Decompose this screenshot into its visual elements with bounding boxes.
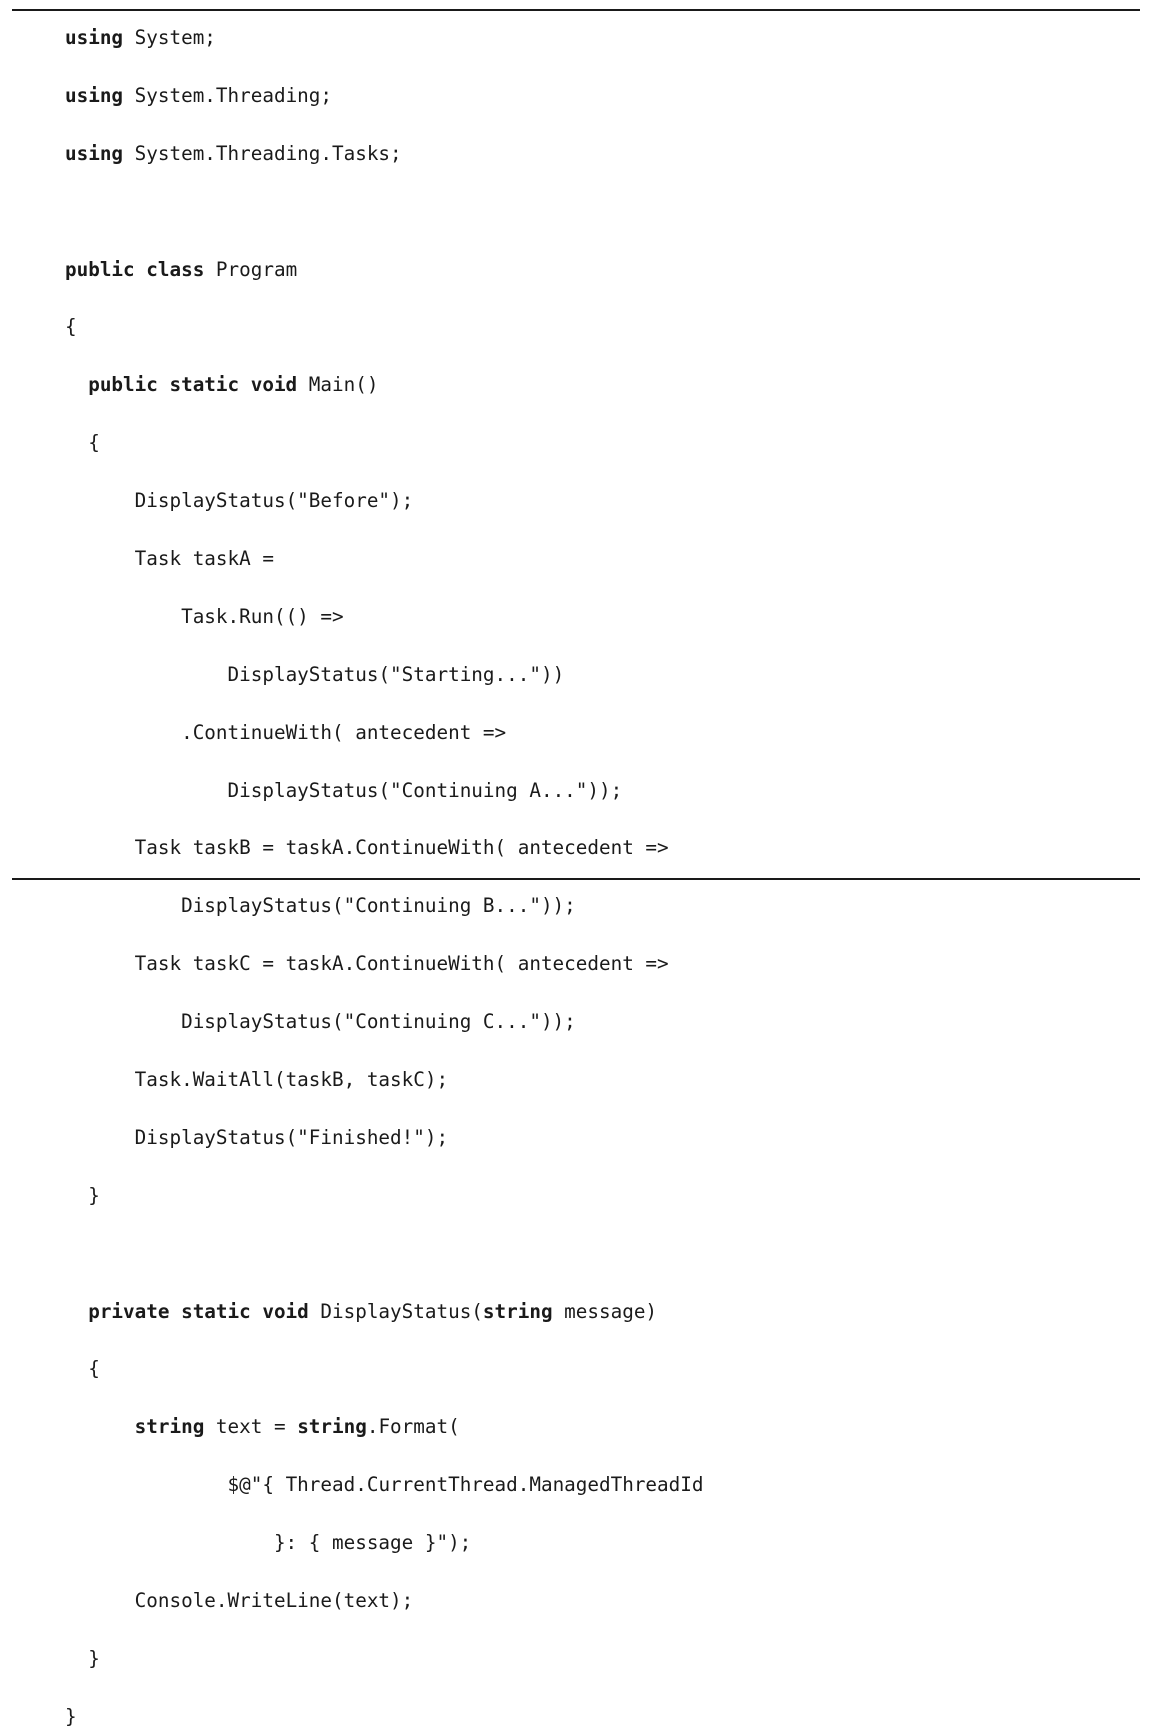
code-text: } (88, 1646, 100, 1670)
code-line: } (65, 1182, 703, 1211)
code-line: { (65, 313, 703, 342)
code-line: Task taskB = taskA.ContinueWith( anteced… (65, 834, 703, 863)
top-rule (12, 9, 1140, 11)
code-line (65, 198, 703, 227)
bottom-rule (12, 878, 1140, 880)
code-indent (65, 1068, 135, 1091)
code-line: using System.Threading.Tasks; (65, 140, 703, 169)
code-line: }: { message }"); (65, 1529, 703, 1558)
code-text: DisplayStatus("Continuing B...")); (181, 894, 576, 918)
code-keyword: string (482, 1299, 553, 1323)
code-text: Task taskC = taskA.ContinueWith( anteced… (134, 952, 669, 976)
code-line: } (65, 1703, 703, 1732)
code-text: $@"{ Thread.CurrentThread.ManagedThreadI… (227, 1473, 704, 1497)
code-line: Console.WriteLine(text); (65, 1587, 703, 1616)
code-keyword: string (134, 1415, 205, 1439)
code-indent (65, 894, 181, 917)
code-text: { (65, 315, 77, 339)
code-text: Program (204, 257, 298, 281)
code-line: Task.WaitAll(taskB, taskC); (65, 1066, 703, 1095)
code-indent (65, 1415, 135, 1438)
code-line: public static void Main() (65, 371, 703, 400)
code-indent (65, 663, 228, 686)
code-line (65, 1240, 703, 1269)
code-line: string text = string.Format( (65, 1413, 703, 1442)
code-indent (65, 431, 88, 454)
code-text: DisplayStatus("Continuing A...")); (227, 778, 623, 802)
code-indent (65, 1184, 88, 1207)
code-line: { (65, 1355, 703, 1384)
code-text: DisplayStatus("Starting...")) (227, 662, 565, 686)
code-keyword: string (297, 1415, 367, 1439)
code-line: $@"{ Thread.CurrentThread.ManagedThreadI… (65, 1471, 704, 1500)
code-keyword: public static void (88, 373, 298, 397)
code-text: DisplayStatus("Finished!"); (134, 1125, 449, 1149)
code-line: DisplayStatus("Before"); (65, 487, 703, 516)
code-indent (65, 1126, 135, 1149)
code-indent (65, 779, 228, 802)
code-keyword: private static void (88, 1299, 309, 1323)
code-indent (65, 952, 135, 975)
code-text: .Format( (366, 1415, 460, 1439)
code-line: Task taskC = taskA.ContinueWith( anteced… (65, 950, 703, 979)
code-text: text = (204, 1415, 298, 1439)
code-text: System.Threading.Tasks; (123, 141, 402, 165)
code-indent (65, 721, 181, 744)
code-text: { (88, 1357, 100, 1381)
code-keyword: using (65, 83, 124, 107)
code-line: { (65, 429, 703, 458)
code-line: DisplayStatus("Continuing B...")); (65, 892, 703, 921)
code-line: Task.Run(() => (65, 603, 703, 632)
code-indent (65, 605, 181, 628)
code-line: using System; (65, 24, 703, 53)
code-indent (65, 1357, 88, 1380)
code-text: }: { message }"); (273, 1531, 472, 1555)
code-text: Console.WriteLine(text); (134, 1589, 414, 1613)
code-indent (65, 547, 135, 570)
code-keyword: public class (65, 257, 205, 281)
code-text: Task taskA = (134, 547, 274, 571)
code-text: DisplayStatus( (308, 1299, 483, 1323)
code-line: public class Program (65, 256, 703, 285)
code-text: Task.WaitAll(taskB, taskC); (134, 1068, 449, 1092)
code-line: DisplayStatus("Continuing C...")); (65, 1008, 703, 1037)
code-text: } (88, 1183, 100, 1207)
code-indent (65, 373, 88, 396)
code-indent (65, 1531, 274, 1554)
code-keyword: using (65, 141, 124, 165)
code-line: using System.Threading; (65, 82, 703, 111)
code-line: DisplayStatus("Finished!"); (65, 1124, 703, 1153)
code-listing-figure: using System; using System.Threading; us… (12, 9, 1140, 1728)
code-text: DisplayStatus("Before"); (134, 489, 414, 513)
code-keyword: using (65, 26, 124, 49)
code-indent (65, 1647, 88, 1670)
code-text: } (65, 1704, 77, 1728)
code-text: message) (552, 1299, 658, 1323)
code-line: Task taskA = (65, 545, 703, 574)
code-indent (65, 1010, 181, 1033)
code-line: private static void DisplayStatus(string… (65, 1298, 703, 1327)
code-line: } (65, 1645, 703, 1674)
code-text: { (88, 431, 100, 455)
code-indent (65, 1473, 228, 1496)
code-text: Task.Run(() => (181, 604, 344, 628)
code-indent (65, 1300, 88, 1323)
code-indent (65, 836, 135, 859)
code-text: System.Threading; (123, 83, 332, 107)
code-line: .ContinueWith( antecedent => (65, 719, 703, 748)
code-line: DisplayStatus("Continuing A...")); (65, 777, 703, 806)
code-text: Task taskB = taskA.ContinueWith( anteced… (134, 836, 669, 860)
code-indent (65, 1589, 135, 1612)
code-line: DisplayStatus("Starting...")) (65, 661, 703, 690)
code-indent (65, 489, 135, 512)
code-text: DisplayStatus("Continuing C...")); (181, 1010, 576, 1034)
code-text: Main() (297, 373, 379, 397)
code-text: .ContinueWith( antecedent => (181, 720, 507, 744)
code-text: System; (123, 26, 216, 49)
